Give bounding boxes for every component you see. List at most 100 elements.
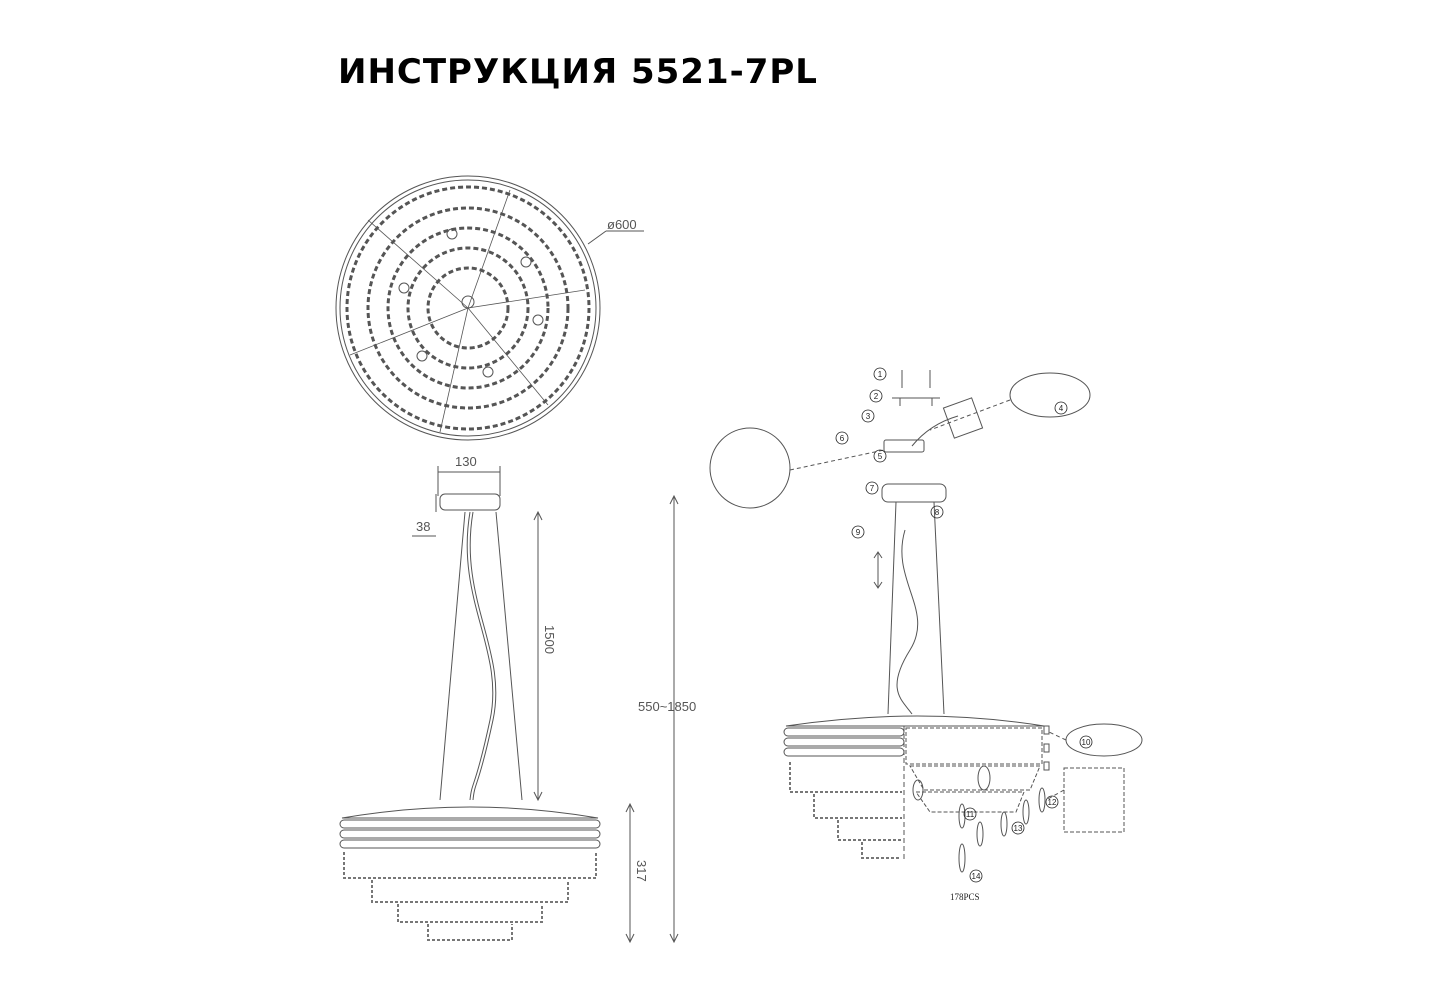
assembly-top-cone	[785, 715, 1045, 727]
step-marker	[963, 807, 977, 821]
frame-section	[905, 727, 1043, 765]
step-marker	[865, 481, 879, 495]
assembly-crystal-tiers	[789, 762, 902, 859]
crystal-drop	[1038, 787, 1046, 813]
wall-plate	[883, 439, 925, 453]
crystal-rings	[345, 185, 591, 431]
bulb-position	[398, 282, 410, 294]
step-markers	[835, 367, 1093, 883]
assembly-view	[709, 370, 1143, 873]
arrow-head	[625, 933, 635, 944]
bulb-position	[520, 256, 532, 268]
canopy-width-label: 130	[455, 454, 477, 469]
assembly-wire	[896, 529, 919, 715]
frame-spoke	[467, 189, 511, 309]
bulb-position	[532, 314, 544, 326]
crystal-tier	[837, 820, 902, 841]
assembly-ring	[783, 747, 905, 757]
mount-bracket	[892, 397, 940, 406]
lamp-ring	[339, 839, 601, 849]
top-view	[335, 175, 644, 441]
bulb	[977, 765, 991, 791]
step-label: 6	[840, 434, 845, 443]
frame-spoke	[467, 289, 586, 309]
total-height-label: 550~1850	[638, 699, 696, 714]
step-label: 7	[870, 484, 875, 493]
connector-arm	[911, 415, 959, 447]
crystal-ring	[426, 266, 510, 350]
assembly-ring	[783, 727, 905, 737]
hook	[1043, 761, 1050, 771]
frame-spoke	[367, 219, 469, 309]
crystal-tier	[427, 924, 513, 941]
detail-circle-left	[709, 427, 791, 509]
step-label: 2	[874, 392, 879, 401]
bulb-position	[446, 228, 458, 240]
connector-block	[942, 397, 984, 439]
detail-circle-right	[1009, 372, 1091, 418]
crystal-drop	[1000, 811, 1008, 837]
lamp-ring	[339, 829, 601, 839]
step-label: 5	[878, 452, 883, 461]
frame-spoke	[349, 307, 469, 356]
step-label: 4	[1059, 404, 1064, 413]
frame-spokes	[349, 189, 586, 433]
step-marker	[930, 505, 944, 519]
arrow-head	[533, 510, 543, 521]
detail-leader	[929, 399, 1011, 431]
step-label: 10	[1082, 738, 1091, 747]
arrow-head	[625, 802, 635, 813]
top-view-inner-rim	[339, 179, 597, 437]
step-label: 9	[856, 528, 861, 537]
crystal-ring	[406, 246, 530, 370]
step-marker	[969, 869, 983, 883]
canopy-height-label: 38	[416, 519, 430, 534]
detail-circle-10	[1065, 723, 1143, 757]
assembly-ring	[783, 737, 905, 747]
crystal-count-label: 178PCS	[950, 892, 980, 902]
adjust-arrow	[873, 551, 883, 589]
step-labels: 1 2 3 4 5 6 7 8 9 10 11 12 13 14	[840, 370, 1091, 881]
crystal-tier	[343, 852, 597, 879]
step-marker	[1045, 795, 1059, 809]
step-marker	[873, 367, 887, 381]
step-marker	[851, 525, 865, 539]
power-wire	[466, 511, 494, 801]
crystal-tier	[861, 842, 900, 859]
side-view	[339, 466, 679, 944]
step-label: 12	[1048, 798, 1057, 807]
crystal-ring	[386, 226, 550, 390]
crystal-ring	[345, 185, 591, 431]
crystal-drop	[976, 821, 984, 847]
arrow-head	[533, 791, 543, 802]
step-label: 1	[878, 370, 883, 379]
crystal-tier	[813, 794, 902, 819]
crystal-drop	[1022, 799, 1030, 825]
crystal-tier	[397, 904, 543, 923]
lamp-ring	[339, 819, 601, 829]
assembly-cable	[887, 501, 897, 715]
inner-frame	[915, 791, 1025, 813]
frame-spoke	[467, 307, 549, 406]
diameter-leader	[587, 230, 607, 245]
crystal-tier	[789, 762, 902, 793]
canopy	[439, 493, 501, 511]
step-marker	[861, 409, 875, 423]
loose-crystals	[958, 787, 1046, 873]
lamp-top-cone	[341, 806, 599, 819]
assembly-canopy	[881, 483, 947, 503]
power-wire	[469, 511, 497, 801]
crystal-drop	[958, 803, 966, 829]
detail-box-12	[1063, 767, 1125, 833]
step-marker	[1011, 821, 1025, 835]
arrow-head	[669, 933, 679, 944]
page-title: ИНСТРУКЦИЯ 5521-7PL	[338, 52, 818, 92]
step-label: 13	[1014, 824, 1023, 833]
step-label: 8	[935, 508, 940, 517]
body-height-label: 317	[634, 860, 649, 882]
diameter-label: ø600	[607, 217, 637, 232]
detail-leader	[1045, 789, 1065, 801]
suspension-cable	[439, 511, 466, 801]
bulb	[912, 779, 924, 801]
step-marker	[835, 431, 849, 445]
